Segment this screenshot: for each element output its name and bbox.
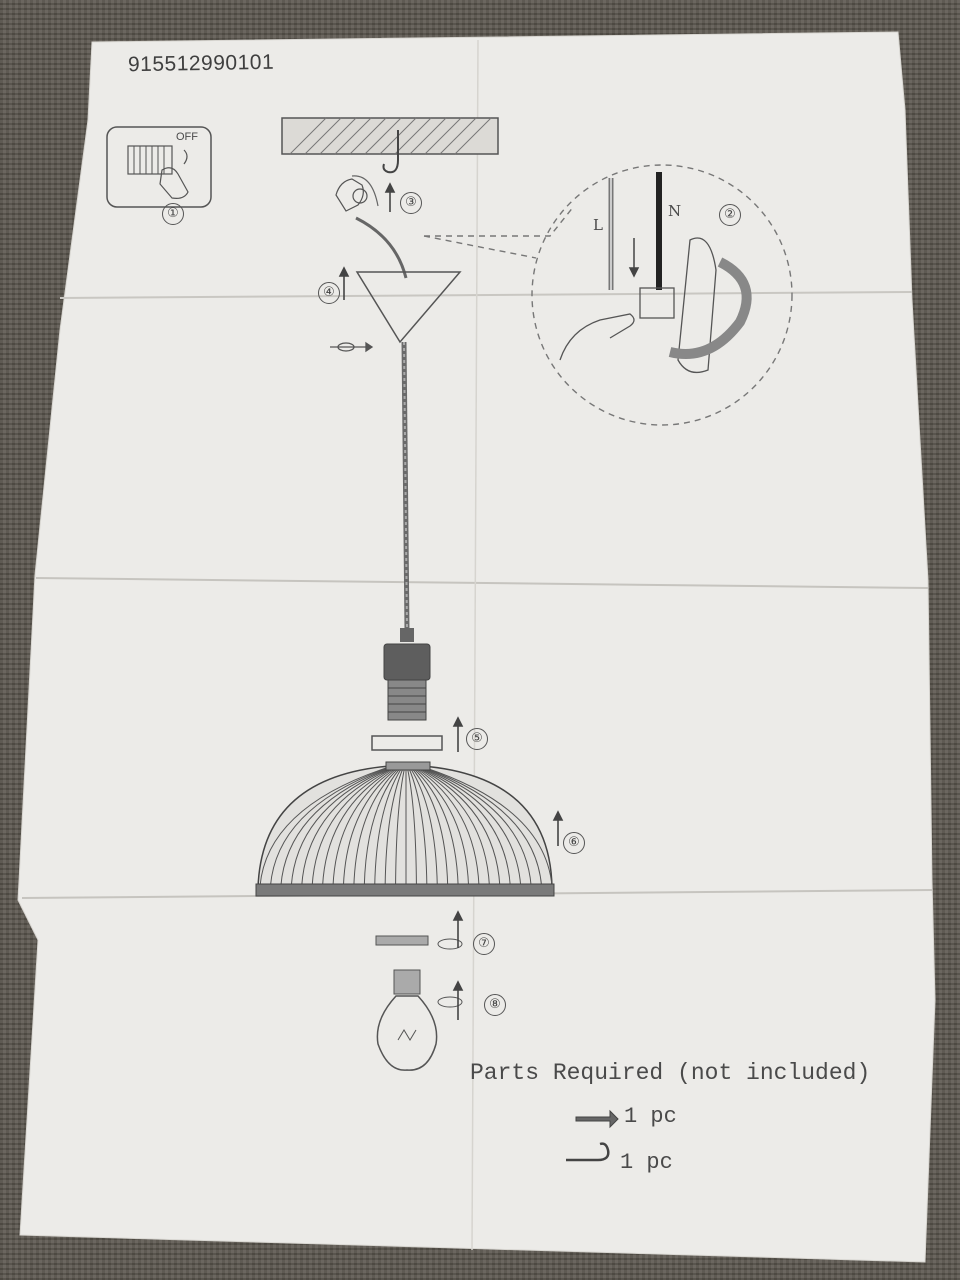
step-2-label: ② <box>719 204 741 226</box>
shade-rib <box>424 767 543 887</box>
lamp-socket <box>383 628 431 721</box>
shade-rib <box>414 767 470 887</box>
shade-rib <box>290 767 391 887</box>
wall-anchor-icon <box>575 1109 619 1129</box>
shade-rib <box>409 767 438 887</box>
light-bulb-icon <box>376 969 438 1071</box>
power-cable <box>355 216 408 279</box>
shade-rib <box>425 767 553 887</box>
shade-rib <box>421 767 522 887</box>
shade-rib <box>422 767 532 887</box>
step-5-label: ⑤ <box>466 728 488 750</box>
step-6-label: ⑥ <box>563 832 585 854</box>
shade-rib <box>332 767 397 887</box>
arrow-up-icon <box>338 266 350 300</box>
shade-rib <box>412 767 459 887</box>
ceiling-hook-icon <box>566 1142 610 1162</box>
wire-label-live: L <box>593 216 603 234</box>
shade-rib <box>406 767 417 887</box>
arrow-up-icon <box>452 716 464 752</box>
arrow-up-icon <box>452 910 464 948</box>
shade-rib <box>280 767 390 887</box>
shade-rib <box>411 767 449 887</box>
off-label: OFF <box>176 131 198 143</box>
part-qty-anchor: 1 pc <box>624 1104 677 1129</box>
shade-rib <box>418 767 501 887</box>
shade-rib <box>415 767 480 887</box>
step-3-label: ③ <box>400 192 422 214</box>
shade-rib <box>417 767 490 887</box>
ceiling-hook-icon <box>382 130 399 174</box>
step-7-label: ⑦ <box>473 933 495 955</box>
shade-rib <box>384 767 404 887</box>
rotate-icon <box>437 996 463 1008</box>
shade-rib <box>259 767 387 887</box>
shade-rib <box>342 767 398 887</box>
step-4-label: ④ <box>318 282 340 304</box>
power-off-switch-icon <box>106 126 212 208</box>
shade-rib <box>420 767 511 887</box>
rotate-icon <box>437 938 463 950</box>
product-code: 915512990101 <box>127 50 275 77</box>
wiring-detail <box>559 172 752 374</box>
part-qty-hook: 1 pc <box>620 1150 673 1175</box>
wire-label-neutral: N <box>668 202 682 220</box>
shade-rib <box>269 767 388 887</box>
shade-rib <box>374 767 403 887</box>
fold-line <box>59 291 913 299</box>
shade-rib <box>353 767 400 887</box>
step-1-label: ① <box>162 203 184 225</box>
parts-required-title: Parts Required (not included) <box>470 1060 871 1086</box>
arrow-up-icon <box>452 980 464 1020</box>
shade-rib <box>408 767 428 887</box>
step-8-label: ⑧ <box>484 994 506 1016</box>
shade-rib <box>311 767 394 887</box>
arrow-up-icon <box>552 810 564 846</box>
rotate-icon <box>330 341 374 353</box>
arrow-up-icon <box>384 182 396 212</box>
fold-line <box>35 577 929 589</box>
shade-ring <box>371 735 443 751</box>
retaining-ring <box>375 935 429 946</box>
canopy <box>355 271 462 344</box>
shade-rib <box>395 767 406 887</box>
ceiling-block <box>281 117 499 155</box>
dome-shade <box>255 761 555 897</box>
wire-connector-icon <box>335 175 379 212</box>
shade-rib <box>322 767 395 887</box>
paper-sheet <box>17 31 936 1263</box>
fold-line <box>471 39 479 1251</box>
shade-rib <box>363 767 401 887</box>
detail-callout <box>423 164 793 426</box>
shade-rib <box>301 767 392 887</box>
